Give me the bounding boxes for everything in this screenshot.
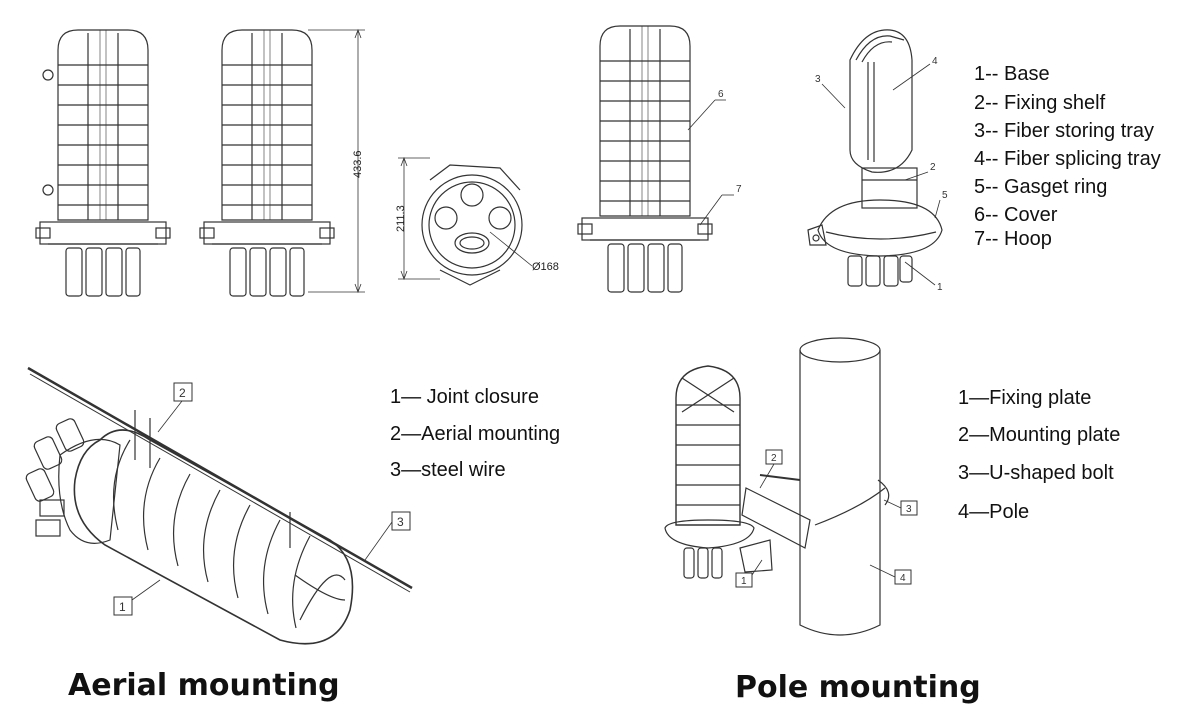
pole-callout-1: 1 xyxy=(741,576,747,587)
pole-mounting-caption: Pole mounting xyxy=(735,670,981,705)
width-dimension: 211.3 xyxy=(395,205,407,232)
legend-item: 2-- Fixing shelf xyxy=(974,92,1106,114)
legend-item: 6-- Cover xyxy=(974,204,1058,226)
aerial-mounting-illustration xyxy=(25,366,413,645)
callout-storing-tray: 3 xyxy=(815,74,821,85)
aerial-callout-1: 1 xyxy=(119,600,126,614)
legend-item: 1-- Base xyxy=(974,63,1050,85)
pole-callout-2: 2 xyxy=(771,453,777,464)
closure-internal-view xyxy=(807,29,943,287)
legend-item: 3—steel wire xyxy=(390,459,506,481)
closure-side-view-1 xyxy=(35,29,171,297)
callout-fixing-shelf: 2 xyxy=(930,162,936,173)
aerial-callout-2: 2 xyxy=(179,386,186,400)
callout-base: 1 xyxy=(937,282,943,293)
aerial-mounting-caption: Aerial mounting xyxy=(68,668,340,703)
closure-bottom-view xyxy=(398,156,533,286)
callout-gasget-ring: 5 xyxy=(942,190,948,201)
legend-item: 2—Mounting plate xyxy=(958,424,1121,446)
closure-side-view-2 xyxy=(199,28,365,297)
legend-item: 1— Joint closure xyxy=(390,386,539,408)
legend-item: 4—Pole xyxy=(958,501,1030,523)
legend-item: 4-- Fiber splicing tray xyxy=(974,148,1161,170)
legend-item: 1—Fixing plate xyxy=(958,387,1092,409)
legend-item: 7-- Hoop xyxy=(974,228,1052,250)
pole-mounting-illustration xyxy=(664,337,918,636)
pole-callout-4: 4 xyxy=(900,573,906,584)
legend-item: 5-- Gasget ring xyxy=(974,176,1108,198)
legend-item: 3—U-shaped bolt xyxy=(958,462,1114,484)
diameter-dimension: Ø168 xyxy=(532,261,559,273)
legend-item: 2—Aerial mounting xyxy=(390,423,561,445)
callout-hoop: 7 xyxy=(736,184,742,195)
height-dimension: 433.6 xyxy=(352,150,364,178)
closure-side-view-3 xyxy=(577,25,734,293)
callout-cover: 6 xyxy=(718,89,724,100)
callout-splicing-tray: 4 xyxy=(932,56,938,67)
pole-callout-3: 3 xyxy=(906,504,912,515)
aerial-callout-3: 3 xyxy=(397,515,404,529)
legend-item: 3-- Fiber storing tray xyxy=(974,120,1155,142)
